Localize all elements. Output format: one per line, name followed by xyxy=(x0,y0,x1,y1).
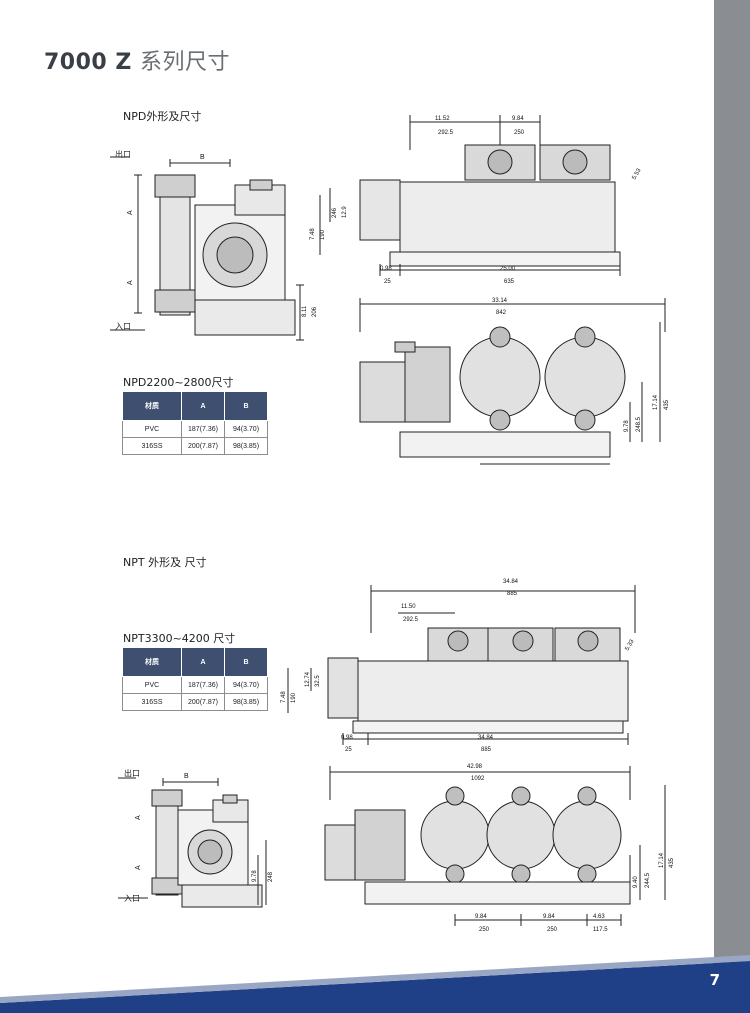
cell-b: 98(3.85) xyxy=(224,437,268,455)
npd-top-base-in: 0.98 xyxy=(380,266,392,272)
npd-top-len-mm: 635 xyxy=(504,279,515,285)
npt-outlet-label: 出口 xyxy=(124,769,140,778)
npd-side-h-mm: 206 xyxy=(312,306,318,317)
npt-heading: NPT 外形及 尺寸 xyxy=(123,556,207,569)
npt-top-d1-in: 11.50 xyxy=(401,604,416,610)
npd-col-b: B xyxy=(224,391,268,421)
cell-a: 200(7.87) xyxy=(181,437,225,455)
cell-material: PVC xyxy=(122,676,182,694)
npt-label-a2: A xyxy=(135,865,142,870)
npt-front-s1-in: 9.84 xyxy=(475,914,487,920)
npt-top-drawing: 34.84 885 11.50 292.5 5.33 7.48 190 12.7… xyxy=(281,579,636,753)
npt-col-b: B xyxy=(224,647,268,677)
npd-spec-table: 材质 A B PVC 187(7.36) 94(3.70) 316SS 200(… xyxy=(122,391,268,455)
npd-side-drawing: 8.11 206 B A A xyxy=(110,154,318,341)
npt-front-h1: 9.40 xyxy=(633,876,639,888)
npd-top-drawing: 11.52 292.5 9.84 250 5.53 7.48 190 246 1… xyxy=(310,115,643,285)
npt-top-total-in: 34.84 xyxy=(503,579,519,585)
npd-top-h1-in: 7.48 xyxy=(310,228,316,240)
npt-side-drawing: B A A 9.78 248 xyxy=(118,773,274,908)
page-title: 7000 Z 系列尺寸 xyxy=(44,44,230,76)
npt-top-h1: 7.48 xyxy=(281,691,287,703)
npd-top-d1-mm: 292.5 xyxy=(438,130,454,136)
cell-material: PVC xyxy=(122,420,182,438)
npd-top-d2-in: 9.84 xyxy=(512,116,524,122)
npt-front-s3-in: 4.63 xyxy=(593,914,605,920)
npt-col-a: A xyxy=(181,647,225,677)
npt-top-angle: 5.33 xyxy=(625,638,636,652)
npd-top-d1-in: 11.52 xyxy=(435,116,450,122)
cell-a: 187(7.36) xyxy=(181,420,225,438)
npt-top-h2: 190 xyxy=(291,692,297,703)
npd-label-a1: A xyxy=(127,210,134,215)
npt-side-h-in: 9.78 xyxy=(252,870,258,882)
npt-label-a1: A xyxy=(135,815,142,820)
npd-col-a: A xyxy=(181,391,225,421)
table-row: 316SS 200(7.87) 98(3.85) xyxy=(122,437,268,455)
npt-top-h3: 12.74 xyxy=(305,671,311,687)
cell-material: 316SS xyxy=(122,693,182,711)
npd-side-h-in: 8.11 xyxy=(302,305,308,317)
cell-b: 94(3.70) xyxy=(224,676,268,694)
npd-inlet-label: 入口 xyxy=(115,322,131,331)
npd-front-w-mm: 842 xyxy=(496,310,507,316)
npt-front-s2-mm: 250 xyxy=(547,927,558,933)
npt-top-len-in: 34.84 xyxy=(478,735,494,741)
npd-top-angle: 5.53 xyxy=(632,167,643,181)
npd-front-drawing: 33.14 842 9.78 248.5 17.14 435 xyxy=(359,298,670,465)
npt-front-w-mm: 1092 xyxy=(471,776,485,782)
npt-inlet-label: 入口 xyxy=(124,894,140,903)
npt-table-title: NPT3300~4200 尺寸 xyxy=(123,632,236,645)
table-row: 316SS 200(7.87) 98(3.85) xyxy=(122,693,268,711)
npd-label-a2: A xyxy=(127,280,134,285)
footer-band xyxy=(0,955,750,1013)
npt-spec-table: 材质 A B PVC 187(7.36) 94(3.70) 316SS 200(… xyxy=(122,647,268,711)
npd-top-base-mm: 25 xyxy=(384,279,391,285)
npd-top-h2: 246 xyxy=(332,207,338,218)
npt-top-base-mm: 25 xyxy=(345,747,352,753)
table-row: PVC 187(7.36) 94(3.70) xyxy=(122,676,268,694)
npt-front-h2: 244.5 xyxy=(645,872,651,888)
npd-heading: NPD外形及尺寸 xyxy=(123,110,202,123)
npt-front-s1-mm: 250 xyxy=(479,927,490,933)
npt-top-d1-mm: 292.5 xyxy=(403,617,419,623)
table-row: PVC 187(7.36) 94(3.70) xyxy=(122,420,268,438)
npd-front-h3-in: 17.14 xyxy=(653,394,659,410)
side-bar xyxy=(714,0,750,1013)
npd-front-h1: 9.78 xyxy=(624,420,630,432)
npd-outlet-label: 出口 xyxy=(115,150,131,159)
npt-front-drawing: 42.98 1092 9.40 244.5 17.14 435 9.84 250… xyxy=(324,764,675,933)
npd-top-h3: 12.9 xyxy=(342,206,348,218)
npt-col-material: 材质 xyxy=(122,647,182,677)
npt-top-len-mm: 885 xyxy=(481,747,492,753)
cell-a: 200(7.87) xyxy=(181,693,225,711)
npd-top-h1-mm: 190 xyxy=(320,229,326,240)
title-model: 7000 Z xyxy=(44,50,132,75)
npd-table-title: NPD2200~2800尺寸 xyxy=(123,376,234,389)
cell-b: 98(3.85) xyxy=(224,693,268,711)
npd-top-len-in: 25.00 xyxy=(500,266,516,272)
npd-front-w-in: 33.14 xyxy=(492,298,508,304)
npt-side-h-mm: 248 xyxy=(268,871,274,882)
npt-front-h3-in: 17.14 xyxy=(659,852,665,868)
npt-front-w-in: 42.98 xyxy=(467,764,483,770)
cell-a: 187(7.36) xyxy=(181,676,225,694)
title-cn: 系列尺寸 xyxy=(140,50,231,75)
npd-col-material: 材质 xyxy=(122,391,182,421)
cell-material: 316SS xyxy=(122,437,182,455)
cell-b: 94(3.70) xyxy=(224,420,268,438)
npt-front-s3-mm: 117.5 xyxy=(593,927,608,933)
npd-top-d2-mm: 250 xyxy=(514,130,525,136)
npt-front-s2-in: 9.84 xyxy=(543,914,555,920)
npd-front-h3-mm: 435 xyxy=(664,399,670,410)
npt-top-total-mm: 885 xyxy=(507,591,518,597)
npt-label-b: B xyxy=(184,773,189,780)
npd-front-h2: 248.5 xyxy=(636,416,642,432)
page-number: 7 xyxy=(709,971,720,989)
npd-label-b: B xyxy=(200,154,205,161)
npt-front-h3-mm: 435 xyxy=(669,857,675,868)
npt-top-base-in: 0.98 xyxy=(341,735,353,741)
npt-top-h4: 32.5 xyxy=(315,675,321,687)
